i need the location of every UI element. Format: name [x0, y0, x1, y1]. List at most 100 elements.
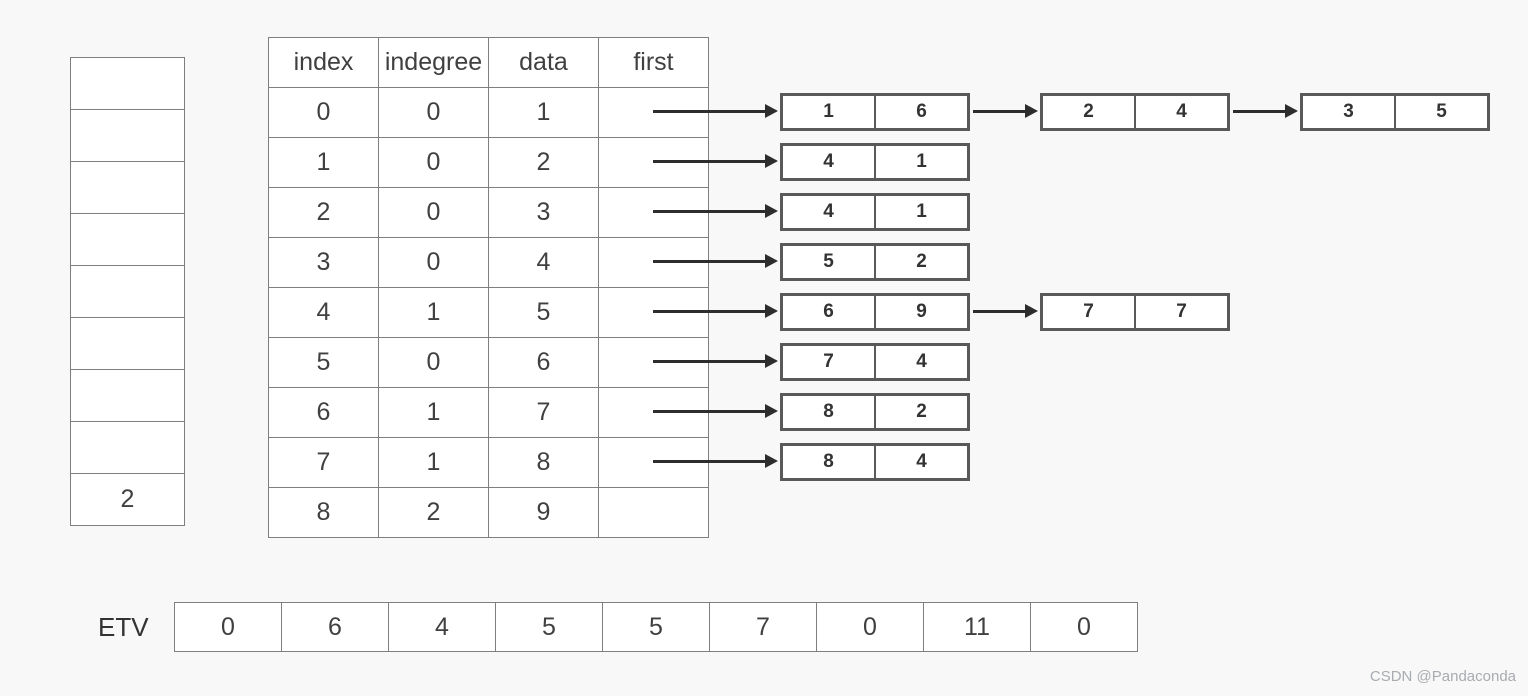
- edge-node: 4 1: [780, 143, 970, 181]
- col-header-data: data: [488, 37, 599, 88]
- cell-indegree: 1: [378, 287, 489, 338]
- edge-node-adjvex: 8: [823, 401, 834, 422]
- etv-array: 0 6 4 5 5 7 0 11 0: [174, 602, 1138, 652]
- table-row: 3 0 4: [268, 237, 709, 288]
- edge-node-weight: 1: [874, 146, 967, 178]
- edge-node: 6 9: [780, 293, 970, 331]
- cell-index: 5: [268, 337, 379, 388]
- edge-node: 1 6: [780, 93, 970, 131]
- edge-node-weight: 6: [874, 96, 967, 128]
- cell-indegree: 0: [378, 237, 489, 288]
- edge-node-weight: 1: [874, 196, 967, 228]
- edge-node-weight: 4: [874, 346, 967, 378]
- edge-node: 3 5: [1300, 93, 1490, 131]
- first-pointer-arrow: [653, 254, 778, 268]
- stack: 2: [70, 57, 185, 526]
- cell-data: 1: [488, 87, 599, 138]
- edge-node-adjvex: 4: [823, 151, 834, 172]
- edge-node-weight: 9: [874, 296, 967, 328]
- stack-cell: [70, 161, 185, 214]
- edge-node: 2 4: [1040, 93, 1230, 131]
- stack-cell: [70, 213, 185, 266]
- cell-data: 6: [488, 337, 599, 388]
- edge-node-weight: 4: [874, 446, 967, 478]
- etv-cell: 7: [709, 602, 817, 652]
- cell-index: 4: [268, 287, 379, 338]
- cell-data: 8: [488, 437, 599, 488]
- table-row: 0 0 1: [268, 87, 709, 138]
- cell-indegree: 1: [378, 437, 489, 488]
- edge-node-weight: 5: [1394, 96, 1487, 128]
- next-pointer-arrow: [1233, 104, 1298, 118]
- table-row: 4 1 5: [268, 287, 709, 338]
- first-pointer-arrow: [653, 454, 778, 468]
- edge-node-adjvex: 5: [823, 251, 834, 272]
- cell-indegree: 1: [378, 387, 489, 438]
- edge-node: 7 4: [780, 343, 970, 381]
- edge-node-adjvex: 6: [823, 301, 834, 322]
- etv-cell: 6: [281, 602, 389, 652]
- etv-label: ETV: [98, 611, 149, 642]
- edge-node-adjvex: 7: [823, 351, 834, 372]
- table-header-row: index indegree data first: [268, 37, 709, 88]
- first-pointer-arrow: [653, 104, 778, 118]
- first-pointer-arrow: [653, 204, 778, 218]
- edge-node: 8 2: [780, 393, 970, 431]
- cell-data: 4: [488, 237, 599, 288]
- stack-cell: [70, 265, 185, 318]
- col-header-indegree: indegree: [378, 37, 489, 88]
- etv-cell: 0: [174, 602, 282, 652]
- cell-indegree: 0: [378, 337, 489, 388]
- cell-first: [598, 487, 709, 538]
- table-row: 5 0 6: [268, 337, 709, 388]
- next-pointer-arrow: [973, 104, 1038, 118]
- cell-index: 8: [268, 487, 379, 538]
- edge-node-adjvex: 1: [823, 101, 834, 122]
- stack-cell: [70, 317, 185, 370]
- edge-node-weight: 2: [874, 396, 967, 428]
- adjacency-table: index indegree data first 0 0 1 1 0 2 2 …: [268, 37, 709, 538]
- etv-cell: 0: [1030, 602, 1138, 652]
- edge-node: 5 2: [780, 243, 970, 281]
- first-pointer-arrow: [653, 304, 778, 318]
- cell-indegree: 0: [378, 87, 489, 138]
- edge-node-weight: 4: [1134, 96, 1227, 128]
- cell-index: 2: [268, 187, 379, 238]
- stack-cell: [70, 57, 185, 110]
- table-row: 8 2 9: [268, 487, 709, 538]
- table-row: 6 1 7: [268, 387, 709, 438]
- cell-indegree: 0: [378, 187, 489, 238]
- cell-indegree: 2: [378, 487, 489, 538]
- cell-data: 5: [488, 287, 599, 338]
- edge-node-adjvex: 7: [1083, 301, 1094, 322]
- cell-data: 2: [488, 137, 599, 188]
- edge-node: 7 7: [1040, 293, 1230, 331]
- table-row: 2 0 3: [268, 187, 709, 238]
- cell-index: 1: [268, 137, 379, 188]
- cell-data: 9: [488, 487, 599, 538]
- edge-node-adjvex: 2: [1083, 101, 1094, 122]
- etv-cell: 0: [816, 602, 924, 652]
- table-row: 1 0 2: [268, 137, 709, 188]
- stack-cell: 2: [70, 473, 185, 526]
- cell-index: 6: [268, 387, 379, 438]
- edge-node-adjvex: 4: [823, 201, 834, 222]
- etv-cell: 5: [495, 602, 603, 652]
- stack-cell: [70, 421, 185, 474]
- col-header-first: first: [598, 37, 709, 88]
- cell-index: 3: [268, 237, 379, 288]
- cell-data: 3: [488, 187, 599, 238]
- first-pointer-arrow: [653, 404, 778, 418]
- edge-node: 4 1: [780, 193, 970, 231]
- next-pointer-arrow: [973, 304, 1038, 318]
- stack-cell: [70, 369, 185, 422]
- edge-node-weight: 2: [874, 246, 967, 278]
- first-pointer-arrow: [653, 354, 778, 368]
- etv-cell: 5: [602, 602, 710, 652]
- cell-index: 7: [268, 437, 379, 488]
- cell-indegree: 0: [378, 137, 489, 188]
- col-header-index: index: [268, 37, 379, 88]
- watermark: CSDN @Pandaconda: [1369, 668, 1516, 685]
- stack-cell: [70, 109, 185, 162]
